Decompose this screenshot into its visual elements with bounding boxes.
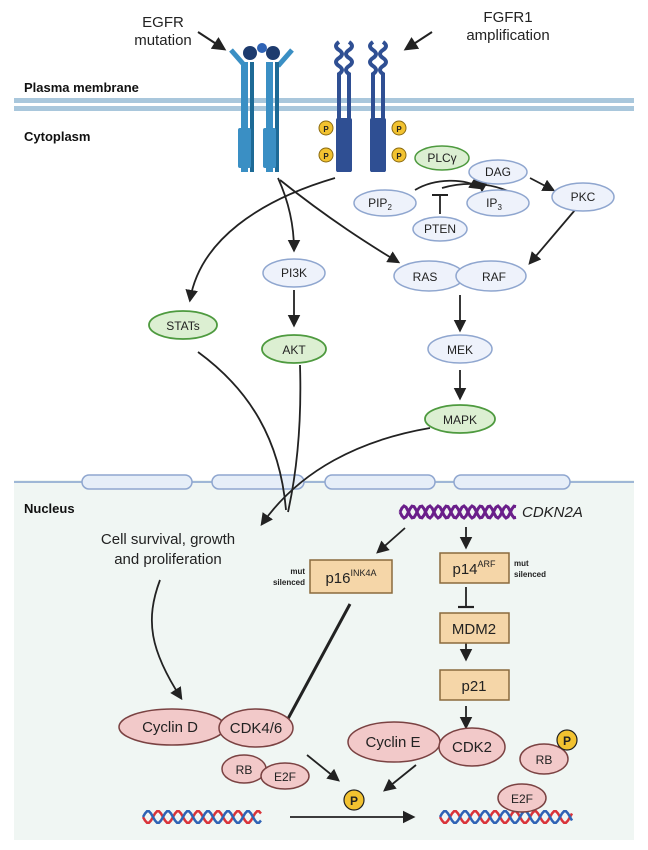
svg-text:E2F: E2F — [274, 770, 296, 784]
svg-text:PLCγ: PLCγ — [427, 151, 456, 165]
svg-text:PI3K: PI3K — [281, 266, 307, 280]
svg-text:CDK4/6: CDK4/6 — [230, 720, 283, 737]
svg-text:PTEN: PTEN — [424, 222, 456, 236]
cytoplasm-label: Cytoplasm — [24, 129, 90, 144]
svg-text:CDK2: CDK2 — [452, 739, 492, 756]
node-rb-right: RB — [519, 743, 569, 775]
node-mapk: MAPK — [424, 404, 496, 434]
svg-text:P: P — [563, 734, 571, 748]
svg-text:RAS: RAS — [413, 270, 438, 284]
node-pi3k: PI3K — [262, 258, 326, 288]
svg-text:p21: p21 — [461, 678, 486, 695]
p14-silenced-label: silenced — [514, 570, 546, 579]
svg-text:DAG: DAG — [485, 165, 511, 179]
node-p21: p21 — [439, 669, 510, 701]
node-stats: STATs — [148, 310, 218, 340]
svg-text:MAPK: MAPK — [443, 413, 477, 427]
node-mdm2: MDM2 — [439, 612, 510, 644]
dna-left — [141, 810, 262, 824]
svg-text:AKT: AKT — [282, 343, 306, 357]
node-pkc: PKC — [551, 182, 615, 212]
node-dag: DAG — [468, 159, 528, 185]
node-plcg: PLCγ — [414, 145, 470, 171]
egfr-mutation-label: mutation — [134, 32, 192, 49]
nucleus-label: Nucleus — [24, 501, 75, 516]
svg-text:Cyclin E: Cyclin E — [365, 734, 420, 751]
node-pip2: PIP2 — [353, 189, 417, 217]
node-raf: RAF — [455, 260, 527, 292]
node-ras: RAS — [393, 260, 465, 292]
node-mek: MEK — [427, 334, 493, 364]
dna-right — [438, 810, 574, 824]
cdkn2a-dna — [398, 504, 517, 520]
svg-text:PIP2: PIP2 — [368, 196, 392, 212]
nuclear-pores — [81, 474, 571, 490]
node-e2f-left: E2F — [260, 762, 310, 790]
node-cdk2: CDK2 — [438, 727, 506, 767]
nucleus-region — [14, 480, 634, 840]
svg-text:PKC: PKC — [571, 190, 596, 204]
svg-text:MEK: MEK — [447, 343, 473, 357]
fgfr1-amplification-label: amplification — [466, 27, 549, 44]
p14-mut-label: mut — [514, 559, 529, 568]
svg-text:P: P — [323, 152, 329, 161]
svg-text:RB: RB — [536, 753, 553, 767]
cdkn2a-label: CDKN2A — [522, 504, 583, 521]
outcome-label-line2: and proliferation — [114, 551, 222, 568]
node-cyclin-e: Cyclin E — [347, 721, 441, 763]
outcome-label-line1: Cell survival, growth — [101, 531, 235, 548]
node-akt: AKT — [261, 334, 327, 364]
svg-text:P: P — [350, 794, 358, 808]
svg-text:P: P — [396, 125, 402, 134]
node-ip3: IP3 — [466, 189, 530, 217]
fgfr1-label: FGFR1 — [483, 9, 532, 26]
egfr-label: EGFR — [142, 14, 184, 31]
fgfr1-receptor — [334, 40, 388, 172]
node-rb-left: RB — [221, 754, 267, 784]
p16-silenced-label: silenced — [273, 578, 305, 587]
plasma-membrane-label: Plasma membrane — [24, 80, 139, 95]
svg-text:IP3: IP3 — [486, 196, 502, 212]
svg-text:RAF: RAF — [482, 270, 506, 284]
rb-phospho: P — [556, 729, 578, 751]
egfr-receptor — [229, 43, 294, 172]
node-cdk46: CDK4/6 — [218, 708, 294, 748]
transfer-phospho: P — [343, 789, 365, 811]
plasma-membrane — [14, 98, 634, 111]
svg-text:RB: RB — [236, 763, 253, 777]
svg-text:E2F: E2F — [511, 792, 533, 806]
svg-text:p16INK4A: p16INK4A — [325, 568, 376, 587]
node-cyclin-d: Cyclin D — [118, 708, 226, 746]
fgfr-phospho-groups: P P P P — [318, 120, 407, 163]
svg-text:Cyclin D: Cyclin D — [142, 719, 198, 736]
svg-text:STATs: STATs — [166, 319, 200, 333]
node-p14: p14ARF — [439, 552, 510, 584]
node-pten: PTEN — [412, 216, 468, 242]
svg-text:MDM2: MDM2 — [452, 621, 496, 638]
node-p16: p16INK4A — [309, 559, 393, 594]
p16-mut-label: mut — [290, 567, 305, 576]
svg-text:p14ARF: p14ARF — [452, 559, 496, 578]
svg-text:P: P — [396, 152, 402, 161]
svg-text:P: P — [323, 125, 329, 134]
node-e2f-right: E2F — [497, 783, 547, 813]
